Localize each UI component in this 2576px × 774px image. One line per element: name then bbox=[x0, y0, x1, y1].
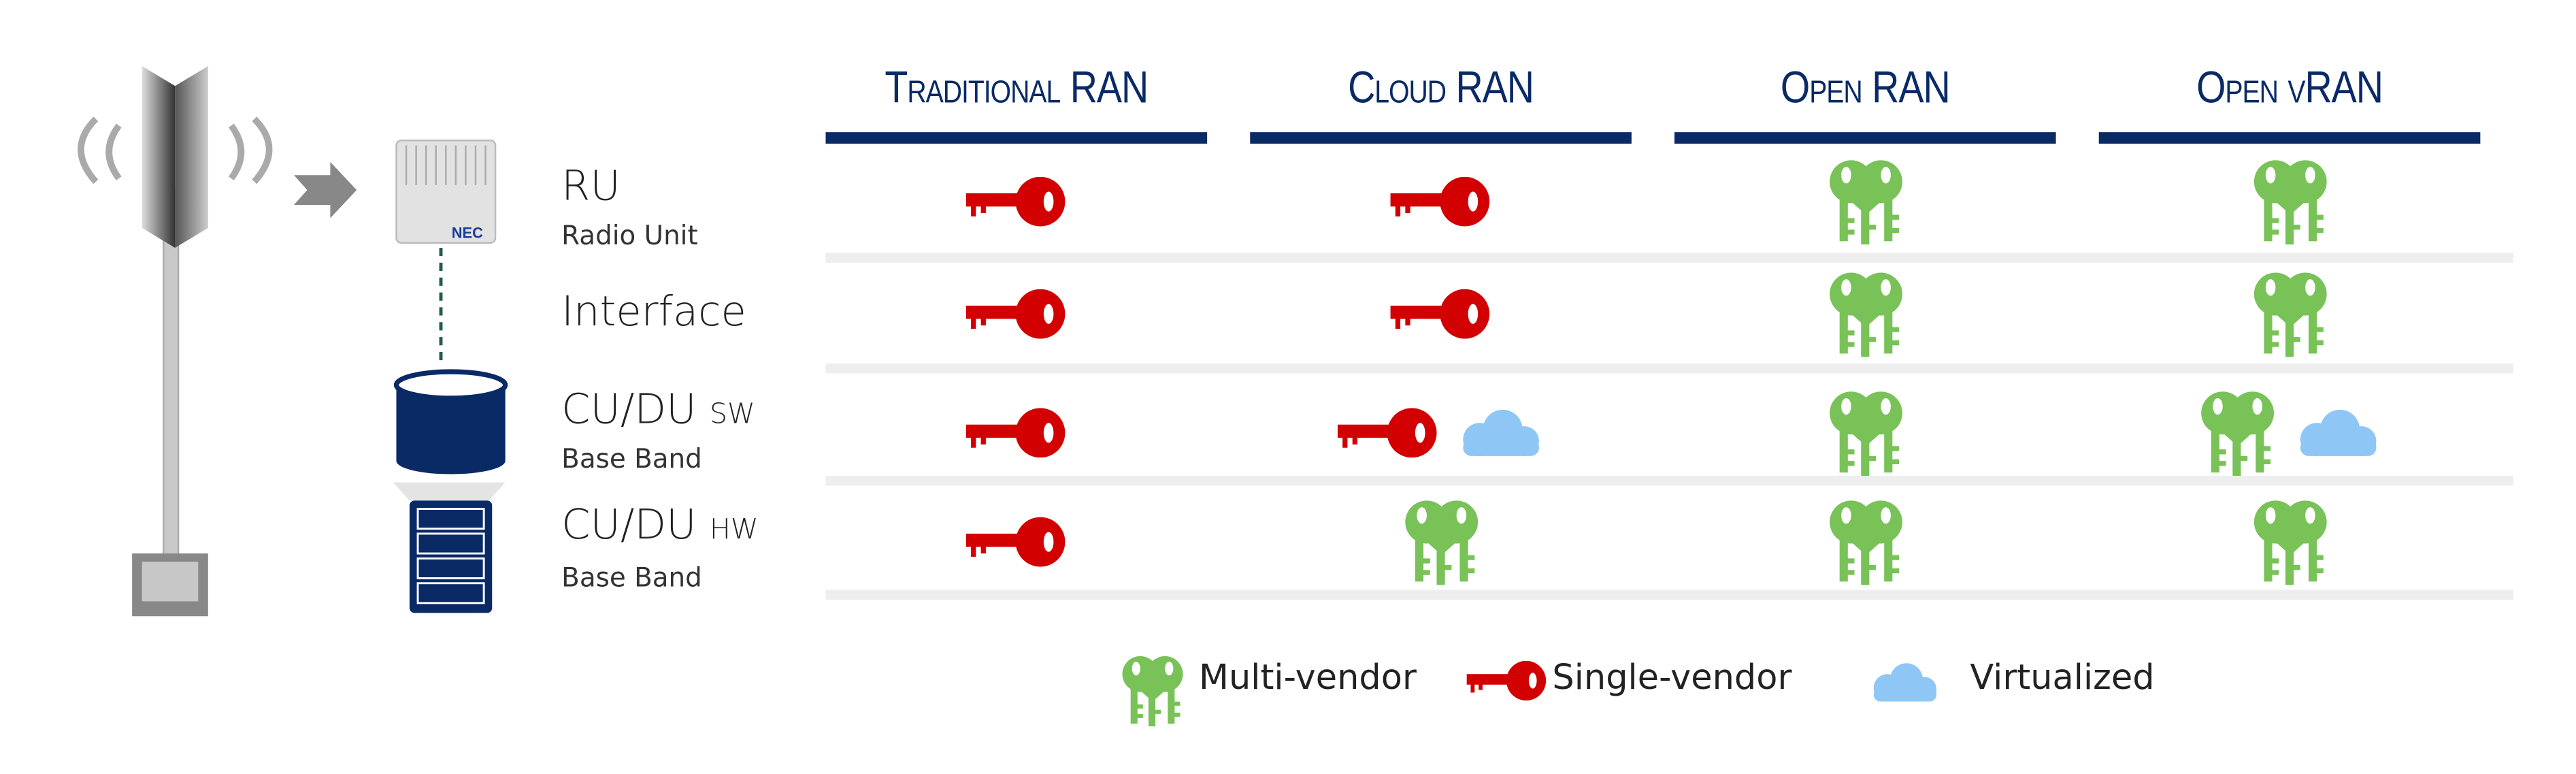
column-header-open-vran: Open vRAN bbox=[2196, 63, 2383, 113]
grid-cell bbox=[2099, 264, 2481, 364]
single-vendor-key-icon bbox=[965, 408, 1068, 458]
legend-multi-vendor: Multi-vendor bbox=[1199, 657, 1417, 698]
row-label-cudu-hw: CU/DU HW bbox=[561, 500, 759, 549]
grid-cell bbox=[1250, 383, 1632, 483]
grid-cell bbox=[2099, 492, 2481, 592]
grid-cell bbox=[2099, 383, 2481, 483]
multi-vendor-legend-icon bbox=[1120, 654, 1186, 733]
grid-cell bbox=[1674, 383, 2056, 483]
single-vendor-key-icon bbox=[1389, 176, 1491, 227]
row-divider bbox=[825, 253, 2513, 263]
column-header-traditional-ran: Traditional RAN bbox=[885, 63, 1149, 113]
row-divider bbox=[825, 363, 2513, 374]
legend-single-vendor: Single-vendor bbox=[1552, 657, 1792, 698]
column-header-open-ran: Open RAN bbox=[1780, 63, 1951, 113]
header-underline bbox=[1674, 132, 2056, 144]
legend-virtualized: Virtualized bbox=[1970, 657, 2155, 698]
multi-vendor-keys-icon bbox=[2250, 271, 2329, 357]
header-underline bbox=[1250, 132, 1632, 144]
multi-vendor-keys-icon bbox=[2250, 499, 2329, 585]
single-vendor-key-icon bbox=[965, 176, 1068, 227]
grid-cell bbox=[826, 264, 1208, 364]
header-underline bbox=[2098, 132, 2481, 144]
multi-vendor-keys-icon bbox=[1826, 271, 1904, 357]
cell-tower-illustration: NEC bbox=[78, 66, 508, 617]
row-divider bbox=[825, 475, 2513, 486]
grid-cell bbox=[826, 383, 1208, 483]
multi-vendor-keys-icon bbox=[1826, 390, 1904, 476]
single-vendor-legend-icon bbox=[1466, 660, 1549, 707]
grid-cell bbox=[1674, 264, 2056, 364]
grid-cell bbox=[1250, 152, 1632, 251]
multi-vendor-keys-icon bbox=[2250, 159, 2329, 245]
svg-text:NEC: NEC bbox=[452, 224, 483, 241]
grid-cell bbox=[826, 152, 1208, 251]
single-vendor-key-icon bbox=[965, 517, 1068, 567]
radio-unit-icon: NEC bbox=[395, 140, 497, 244]
row-sublabel-ru: Radio Unit bbox=[561, 219, 698, 251]
row-divider bbox=[825, 590, 2513, 600]
row-label-ru: RU bbox=[561, 161, 621, 210]
single-vendor-key-icon bbox=[1389, 289, 1491, 339]
single-vendor-key-icon bbox=[965, 289, 1068, 339]
row-sublabel-cudu-sw: Base Band bbox=[561, 442, 702, 474]
virtualized-cloud-icon bbox=[1449, 408, 1545, 457]
row-label-interface: Interface bbox=[561, 287, 746, 336]
column-header-cloud-ran: Cloud RAN bbox=[1348, 63, 1534, 113]
row-label-cudu-sw: CU/DU SW bbox=[561, 385, 755, 433]
grid-cell bbox=[1250, 264, 1632, 364]
server-icon bbox=[409, 500, 493, 613]
radio-wave-icon bbox=[78, 116, 273, 184]
database-icon bbox=[393, 369, 508, 474]
grid-cell bbox=[1674, 492, 2056, 592]
multi-vendor-keys-icon bbox=[1401, 499, 1480, 585]
grid-cell bbox=[2099, 152, 2481, 251]
cloud-legend-icon bbox=[1863, 661, 1942, 711]
header-underline bbox=[825, 132, 1208, 144]
grid-cell bbox=[1250, 492, 1632, 592]
single-vendor-key-icon bbox=[1336, 408, 1439, 458]
row-sublabel-cudu-hw: Base Band bbox=[561, 562, 702, 594]
multi-vendor-keys-icon bbox=[1826, 499, 1904, 585]
grid-cell bbox=[826, 492, 1208, 592]
multi-vendor-keys-icon bbox=[2197, 390, 2276, 476]
grid-cell bbox=[1674, 152, 2056, 251]
arrow-icon bbox=[294, 161, 357, 219]
multi-vendor-keys-icon bbox=[1826, 159, 1904, 245]
virtualized-cloud-icon bbox=[2286, 408, 2382, 457]
